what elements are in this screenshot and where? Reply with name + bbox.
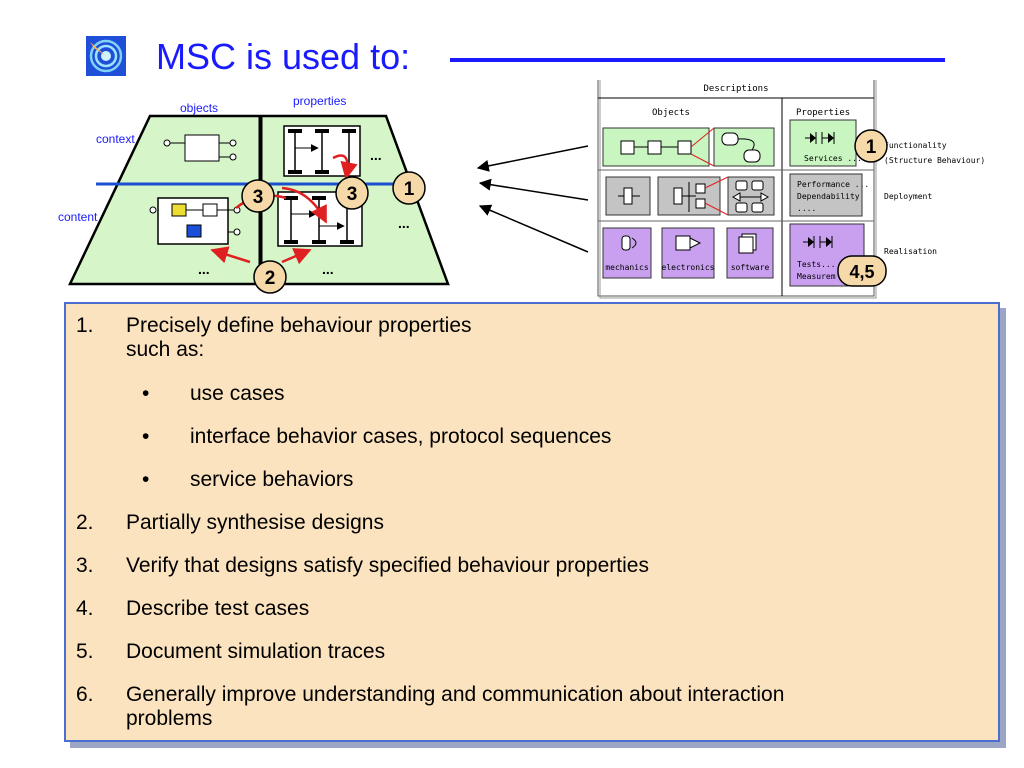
ellipsis-bottom-left: ... (198, 261, 210, 277)
row1-label-a: Functionality (884, 141, 947, 150)
row3-obj-software: software (731, 263, 770, 272)
marker-2: 2 (253, 260, 287, 294)
row2-label: Deployment (884, 192, 932, 201)
marker-3b: 3 (335, 176, 369, 210)
row2-prop-line-1: Performance ... (797, 180, 869, 189)
descriptions-table: Descriptions Objects Properties Services… (597, 80, 985, 299)
properties-label: properties (293, 94, 346, 108)
title-rule (450, 58, 945, 62)
context-msc (283, 125, 361, 177)
row3-prop-line-2: Measurem (797, 272, 836, 281)
row3-obj-mechanics: mechanics (605, 263, 649, 272)
row2-prop-line-2: Dependability (797, 192, 860, 201)
logo-icon (86, 36, 126, 76)
content-object (149, 197, 241, 245)
ellipsis-content: ... (398, 215, 410, 231)
descriptions-header: Descriptions (703, 84, 768, 94)
marker-1-left: 1 (392, 171, 426, 205)
svg-text:2: 2 (265, 268, 276, 289)
svg-text:3: 3 (347, 184, 358, 205)
context-object (163, 134, 237, 162)
row1-label-b: (Structure Behaviour) (884, 156, 985, 165)
marker-3a: 3 (241, 179, 275, 213)
svg-text:1: 1 (404, 179, 415, 200)
msc-diagram: objects properties context content ... (58, 80, 985, 299)
row3-obj-electronics: electronics (662, 263, 715, 272)
row3-prop-line-1: Tests... (797, 260, 836, 269)
properties-col-header: Properties (796, 108, 850, 118)
svg-text:3: 3 (253, 187, 264, 208)
marker-45: 4,5 (849, 262, 874, 282)
row2-prop-line-3: .... (797, 204, 816, 213)
row3-label: Realisation (884, 247, 937, 256)
row1-prop-text: Services ... (804, 154, 862, 163)
context-label: context (96, 132, 135, 146)
content-label: content (58, 210, 98, 224)
ellipsis-context: ... (370, 147, 382, 163)
pointer-arrows (476, 145, 589, 253)
usage-list-box: 1. Precisely define behaviour properties… (64, 302, 1000, 742)
objects-col-header: Objects (652, 108, 690, 118)
page-title: MSC is used to: (156, 36, 411, 77)
objects-label: objects (180, 101, 218, 115)
refinement-arrows (210, 154, 358, 265)
ellipsis-bottom-right: ... (322, 261, 334, 277)
marker-1-right: 1 (866, 137, 877, 158)
